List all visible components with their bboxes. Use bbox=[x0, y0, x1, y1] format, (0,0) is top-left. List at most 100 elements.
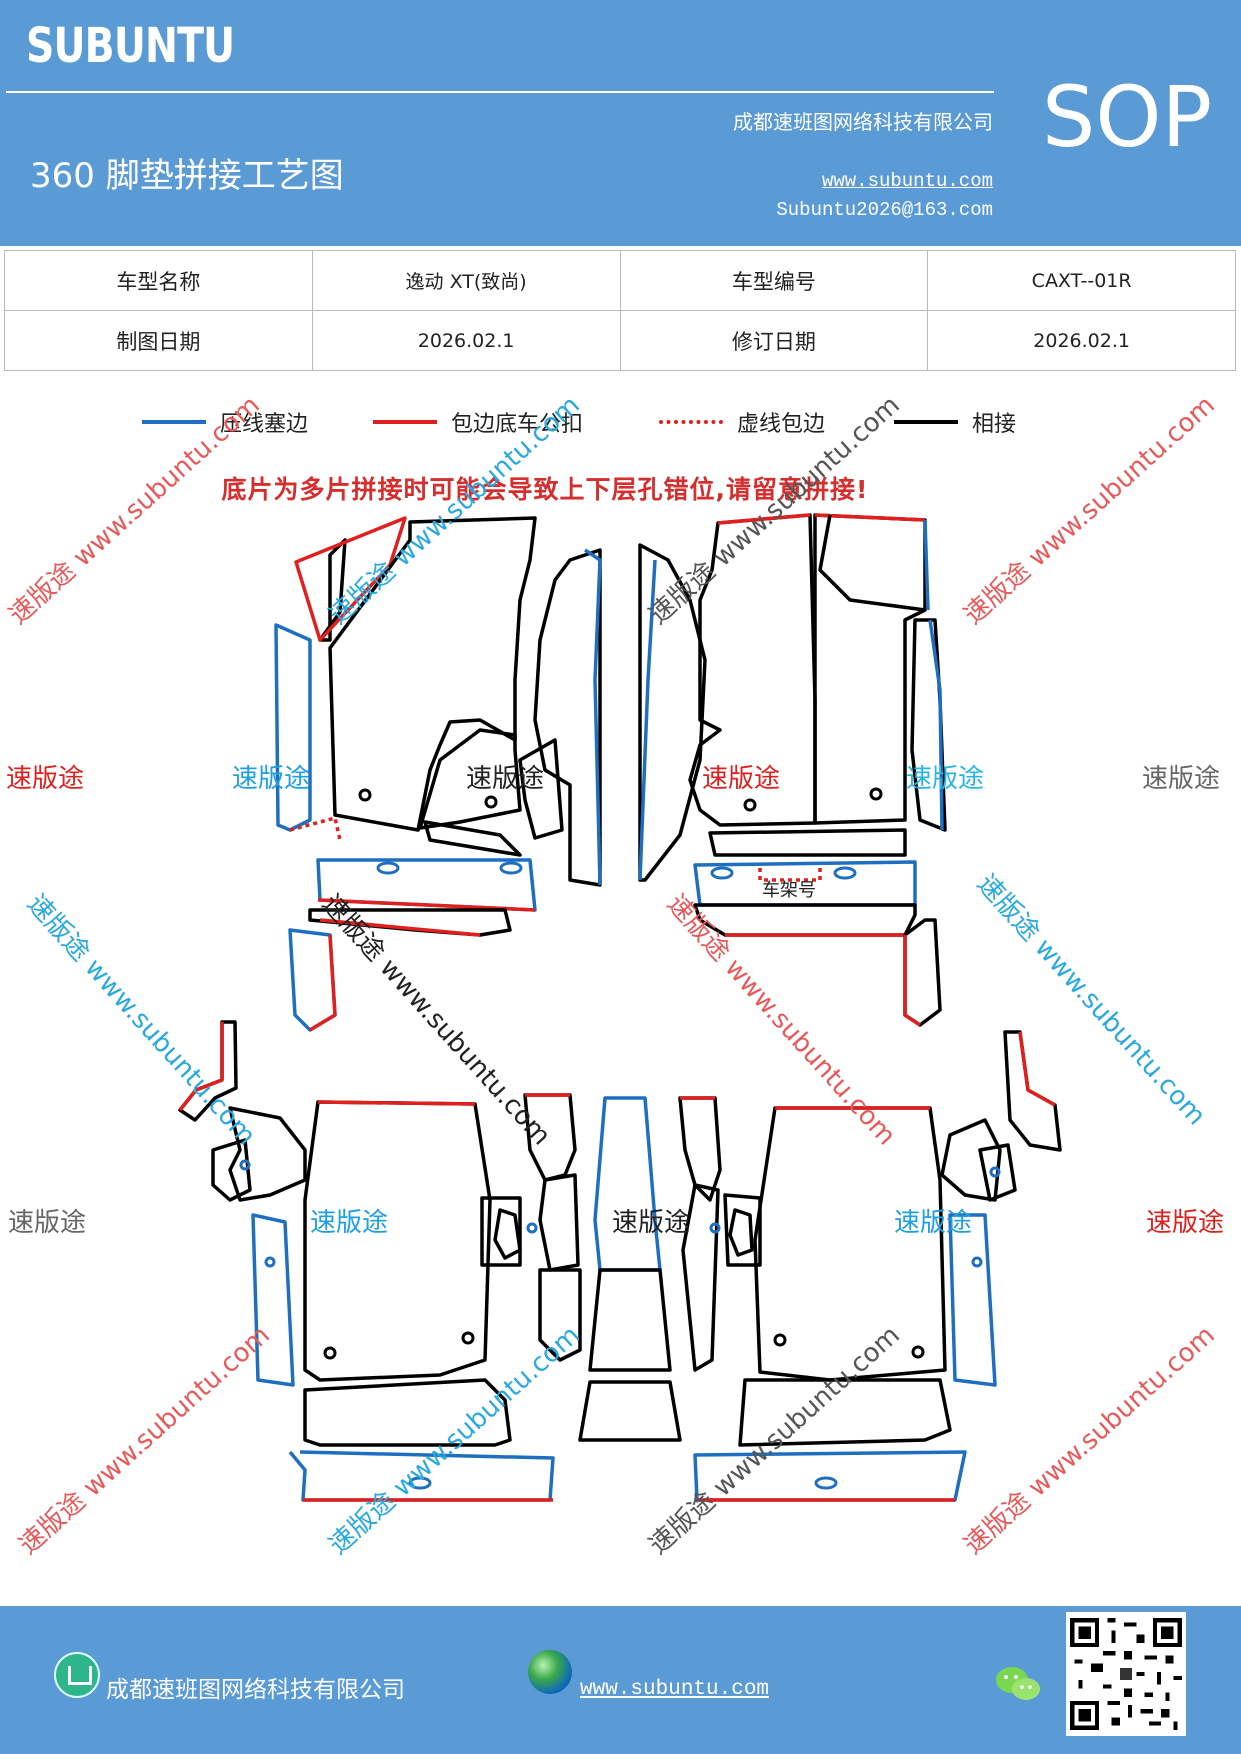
mat-piece bbox=[708, 828, 907, 857]
mat-piece bbox=[1018, 1031, 1056, 1107]
mat-hole bbox=[971, 1256, 983, 1268]
mat-piece bbox=[638, 543, 707, 882]
table-row: 车型名称 逸动 XT(致尚) 车型编号 CAXT--01R bbox=[4, 250, 1236, 311]
mat-hole bbox=[376, 861, 400, 875]
mat-piece bbox=[178, 1022, 224, 1112]
mat-piece bbox=[758, 868, 822, 882]
label-model-name: 车型名称 bbox=[4, 250, 313, 311]
mat-piece bbox=[593, 1096, 662, 1272]
sop-badge: SOP bbox=[1042, 68, 1213, 166]
mat-hole bbox=[911, 1345, 925, 1359]
frame-number-label: 车架号 bbox=[762, 880, 816, 901]
value-revise-date: 2026.02.1 bbox=[927, 310, 1236, 371]
mat-piece bbox=[903, 935, 921, 1027]
mat-piece bbox=[493, 1208, 522, 1260]
mat-piece bbox=[753, 1106, 947, 1382]
mat-piece bbox=[717, 513, 811, 525]
legend-swatch-red-dotted bbox=[659, 420, 723, 424]
mat-piece bbox=[818, 514, 926, 612]
mat-piece bbox=[418, 728, 522, 830]
legend-label: 虚线包边 bbox=[737, 412, 826, 437]
mat-piece bbox=[578, 1380, 682, 1442]
mat-piece bbox=[518, 738, 564, 840]
mat-piece bbox=[638, 559, 657, 881]
page-title: 360 脚垫拼接工艺图 bbox=[30, 156, 344, 196]
mat-piece bbox=[940, 1118, 1002, 1202]
mat-hole bbox=[484, 795, 498, 809]
legend-label: 相接 bbox=[972, 412, 1017, 437]
mat-hole bbox=[526, 1222, 538, 1234]
mat-piece bbox=[688, 513, 817, 827]
mat-piece bbox=[584, 548, 602, 886]
value-draw-date: 2026.02.1 bbox=[311, 310, 621, 371]
legend-item-joint: 相接 bbox=[894, 405, 1016, 439]
mat-hole bbox=[408, 1476, 432, 1490]
company-name: 成都速班图网络科技有限公司 bbox=[733, 110, 993, 134]
legend-item-edge-clip: 包边底车公扣 bbox=[373, 405, 583, 439]
mat-piece bbox=[228, 1106, 307, 1202]
mat-piece bbox=[910, 618, 947, 832]
mat-hole bbox=[499, 861, 523, 875]
mat-piece bbox=[813, 513, 927, 825]
mat-piece bbox=[978, 1143, 1017, 1202]
mat-hole bbox=[323, 1346, 337, 1360]
mat-hole bbox=[814, 1476, 838, 1490]
globe-icon bbox=[528, 1650, 572, 1694]
mat-piece bbox=[251, 1213, 295, 1387]
front-left-mat-group bbox=[274, 516, 602, 1032]
mat-piece bbox=[317, 1100, 476, 1106]
mat-hole bbox=[710, 866, 734, 880]
mat-piece bbox=[948, 1213, 997, 1387]
header-banner: SUBUNTU 成都速班图网络科技有限公司 360 脚垫拼接工艺图 www.su… bbox=[0, 0, 1241, 246]
mat-piece bbox=[588, 1268, 672, 1372]
mat-hole bbox=[773, 1333, 787, 1347]
mat-hole bbox=[358, 788, 372, 802]
legend-item-dashed-edge: 虚线包边 bbox=[659, 405, 825, 439]
mat-piece bbox=[274, 623, 312, 832]
brand-logo: SUBUNTU bbox=[26, 18, 235, 74]
mat-piece bbox=[178, 1020, 238, 1122]
home-icon bbox=[54, 1652, 100, 1698]
mat-piece bbox=[814, 513, 926, 522]
mat-piece bbox=[319, 918, 481, 937]
mat-piece bbox=[903, 918, 942, 1027]
mat-hole bbox=[743, 798, 757, 812]
label-model-code: 车型编号 bbox=[619, 250, 929, 311]
wechat-icon bbox=[996, 1667, 1040, 1700]
footer-company-name: 成都速班图网络科技有限公司 bbox=[106, 1677, 405, 1703]
mat-piece bbox=[423, 820, 522, 857]
mat-hole bbox=[869, 787, 883, 801]
mat-piece bbox=[211, 1138, 252, 1202]
mat-piece bbox=[681, 1183, 720, 1372]
mat-piece bbox=[923, 519, 930, 611]
mat-piece bbox=[303, 1100, 492, 1382]
mat-hole bbox=[709, 1222, 721, 1234]
mat-hole bbox=[264, 1256, 276, 1268]
mat-hole bbox=[833, 866, 857, 880]
mat-piece bbox=[288, 928, 337, 1032]
rear-left-mat-group bbox=[178, 1020, 582, 1502]
label-draw-date: 制图日期 bbox=[4, 310, 313, 371]
mat-hole bbox=[989, 1166, 1001, 1178]
qr-code-image bbox=[1066, 1612, 1186, 1736]
footer-website-link[interactable]: www.subuntu.com bbox=[580, 1678, 770, 1701]
footer-banner: 成都速班图网络科技有限公司 www.subuntu.com bbox=[0, 1606, 1241, 1754]
legend-label: 包边底车公扣 bbox=[451, 412, 584, 437]
center-tunnel-mat-group bbox=[578, 1096, 682, 1442]
mat-piece bbox=[533, 548, 602, 887]
email-address: Subuntu2026@163.com bbox=[776, 199, 993, 221]
mat-piece bbox=[309, 934, 337, 1032]
mat-piece bbox=[928, 619, 944, 831]
mat-piece bbox=[723, 1193, 762, 1267]
mat-piece bbox=[538, 1173, 580, 1272]
legend: 压线塞边 包边底车公扣 虚线包边 相接 bbox=[0, 405, 1241, 439]
legend-swatch-black bbox=[894, 420, 958, 424]
website-link[interactable]: www.subuntu.com bbox=[821, 170, 993, 192]
mat-piece bbox=[728, 1208, 754, 1257]
mat-piece bbox=[288, 1450, 555, 1502]
mat-piece bbox=[289, 816, 342, 841]
value-model-code: CAXT--01R bbox=[927, 250, 1236, 311]
mat-piece bbox=[480, 1196, 522, 1267]
header-divider bbox=[6, 91, 994, 93]
mat-piece bbox=[538, 1268, 582, 1362]
